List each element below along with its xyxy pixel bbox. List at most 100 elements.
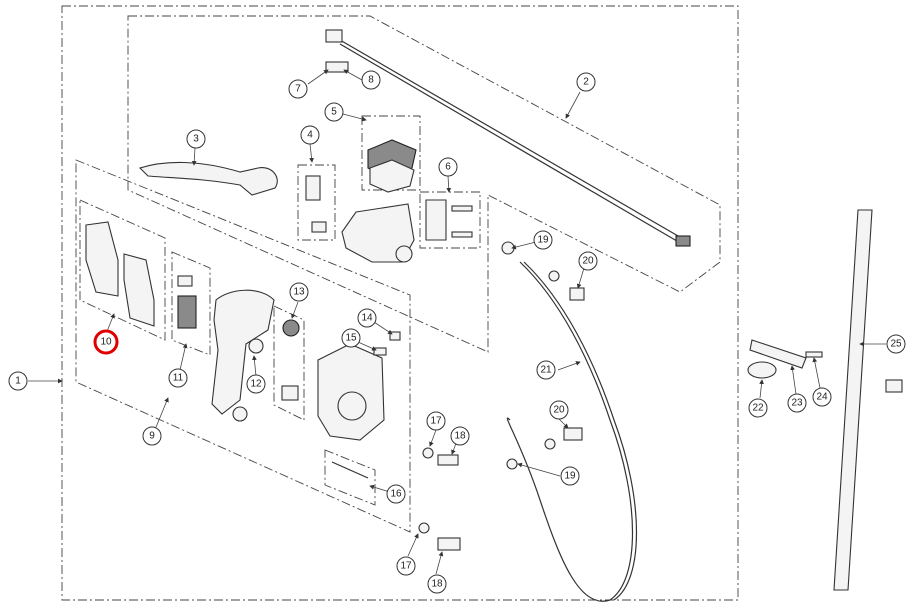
banjo-washer-lower [506,458,518,470]
caliper-slide-pin [281,385,299,401]
callout-label: 19 [564,471,576,482]
brake-hose [506,261,633,602]
callout-19-lower: 19 [560,466,580,486]
callout-label: 17 [400,561,412,572]
washer-17-lower [418,522,430,534]
clamp-bolt-upper [451,205,473,212]
callout-label: 24 [816,392,828,403]
callout-2: 2 [576,72,596,92]
caliper-piston [337,391,367,421]
leader-lines [28,69,886,575]
outer-assembly-frame [61,5,739,601]
highlight-ring [93,329,119,355]
kit-16-box [324,449,376,506]
callout-6: 6 [438,157,458,177]
callout-label: 22 [752,403,764,414]
reservoir-nut [311,221,327,233]
callout-17-upper: 17 [426,411,446,431]
callout-label: 19 [537,235,549,246]
callout-label: 1 [15,376,21,387]
callout-21: 21 [536,360,556,380]
guide-clip-25 [885,379,903,393]
callout-label: 20 [553,405,565,416]
screw-24 [805,351,823,358]
callout-label: 18 [454,431,466,442]
reservoir-diaphragm [369,159,415,193]
brake-pad-rear [123,253,155,327]
brake-pad-front [85,221,119,297]
hose-bracket-23 [749,339,807,369]
handlebar-clamp [425,199,447,241]
callout-20-lower: 20 [549,400,569,420]
callout-5: 5 [324,102,344,122]
callout-22: 22 [748,398,768,418]
clip-part-8 [325,61,349,73]
clamp-bolt-lower [451,231,473,238]
callout-18-lower: 18 [427,574,447,594]
callout-10-highlighted: 10 [93,329,119,355]
caliper-group-outline [75,159,411,533]
callout-label: 9 [149,431,155,442]
kit-4-box [297,164,336,241]
callout-4: 4 [300,125,320,145]
banjo-washer-right [548,270,560,282]
callout-8: 8 [361,70,381,90]
callout-3: 3 [186,129,206,149]
callout-label: 14 [361,313,373,324]
pad-subgroup-box [79,199,166,341]
cable-end-block [325,29,343,43]
bolt-18-upper [437,454,459,466]
callout-label: 13 [293,287,305,298]
callout-7: 7 [288,79,308,99]
caliper-bracket [211,289,275,415]
caliper-pin [331,461,369,479]
callout-label: 3 [193,134,199,145]
kit-6-box [419,191,481,249]
bleeder-screw [373,347,387,356]
upper-group-outline [127,15,721,353]
callout-18-upper: 18 [450,426,470,446]
callout-24: 24 [812,387,832,407]
hose-clamp-22 [747,361,777,379]
callout-label: 12 [250,379,262,390]
bleeder-cap [389,331,401,341]
clutch-cable [339,39,686,241]
callout-label: 20 [582,256,594,267]
banjo-washer-mid [544,438,556,450]
brake-hose-edge [523,261,638,601]
brake-lever [138,161,278,196]
callout-20-upper: 20 [578,251,598,271]
pad-pin-clip [177,275,193,287]
callout-label: 6 [445,162,451,173]
banjo-bolt-lower [563,427,583,441]
callout-17-lower: 17 [396,556,416,576]
callout-label: 11 [173,373,184,384]
bolt-18-lower [437,537,461,551]
callout-9: 9 [142,426,162,446]
hose-guide-25 [833,209,873,591]
pad-spring [177,295,197,329]
callout-11: 11 [168,368,188,388]
bracket-washer [248,338,264,354]
callout-15: 15 [341,328,361,348]
callout-23: 23 [787,393,807,413]
reservoir-sleeve [305,175,321,201]
callout-label: 21 [540,365,552,376]
callout-label: 10 [100,337,112,348]
callout-label: 16 [390,489,402,500]
callout-label: 23 [791,398,803,409]
kit-5-box [361,115,421,191]
callout-label: 5 [331,107,337,118]
callout-14: 14 [357,308,377,328]
callout-label: 2 [583,77,589,88]
callout-1: 1 [8,371,28,391]
master-cylinder-outlet [395,245,413,263]
callout-16: 16 [386,484,406,504]
callout-25: 25 [886,334,906,354]
callout-label: 17 [430,416,442,427]
callout-label: 7 [295,84,301,95]
clutch-cable-edge [339,43,683,245]
callout-label: 8 [368,75,374,86]
bracket-washer-lower [232,406,248,422]
